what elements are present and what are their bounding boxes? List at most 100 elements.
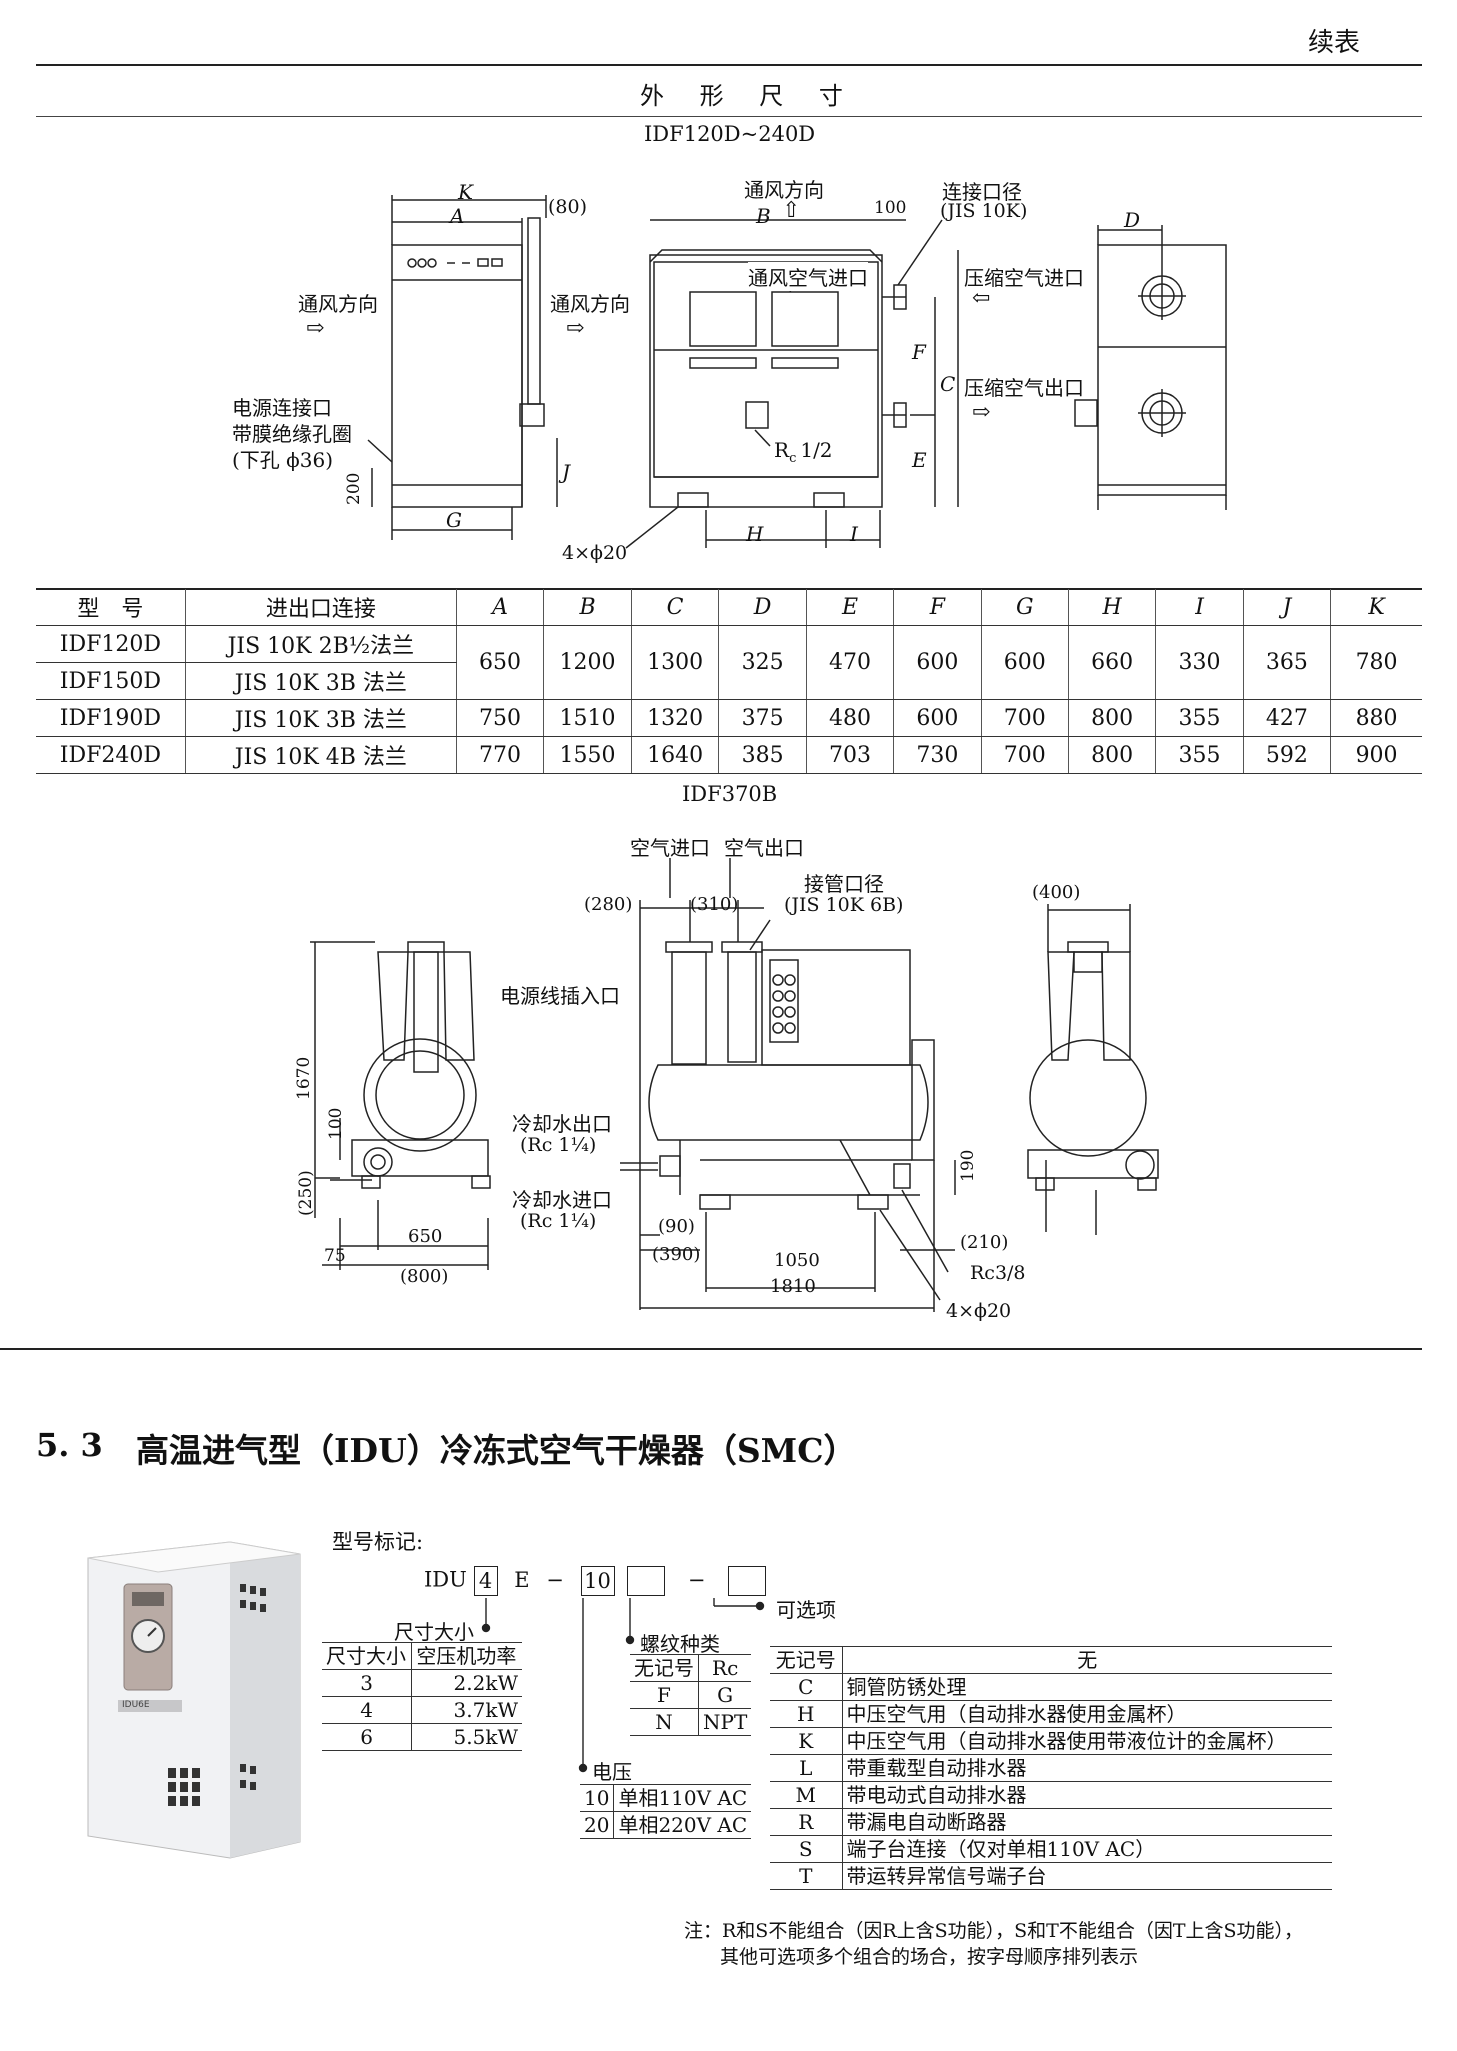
cell-value: 355 xyxy=(1155,699,1244,737)
cell-value: 1300 xyxy=(630,625,719,700)
size-label: 尺寸大小 xyxy=(394,1620,474,1644)
cell-value: 880 xyxy=(1330,699,1422,737)
jis10k-label: (JIS 10K) xyxy=(940,200,1028,222)
table-row: IDF150D JIS 10K 3B 法兰 xyxy=(36,662,1422,700)
cell-value: 600 xyxy=(893,699,982,737)
rc38-label: Rc3/8 xyxy=(970,1262,1026,1284)
air-in-label: 空气进口 xyxy=(630,836,710,860)
model-code-line: IDU 4 E − 10 − xyxy=(424,1566,767,1596)
comp-in-label: 压缩空气进口 xyxy=(964,266,1084,290)
thread-th-1: Rc xyxy=(698,1654,752,1682)
thread-cell: NPT xyxy=(698,1708,752,1736)
option-desc: 带漏电自动断路器 xyxy=(841,1808,1332,1836)
cw-out-rc: (Rc 1¼) xyxy=(520,1134,597,1156)
th-H: H xyxy=(1067,589,1156,626)
code-dash-2: − xyxy=(687,1567,706,1592)
thread-cell: F xyxy=(630,1681,699,1709)
option-code: R xyxy=(770,1808,842,1836)
dimension-table: 型 号 进出口连接 A B C D E F G H I J K IDF120D … xyxy=(36,589,1422,774)
dim-1810: 1810 xyxy=(770,1276,816,1297)
thread-cell: G xyxy=(698,1681,752,1709)
th-E: E xyxy=(805,589,894,626)
cell-conn: JIS 10K 4B 法兰 xyxy=(184,736,457,774)
size-th-1: 空压机功率 xyxy=(411,1642,522,1670)
rc12-sub: c xyxy=(789,451,797,466)
dim-190: 190 xyxy=(958,1149,978,1182)
cell-value: 800 xyxy=(1067,736,1156,774)
dryer-image xyxy=(87,1541,301,1859)
option-desc: 端子台连接（仅对单相110V AC） xyxy=(841,1835,1332,1863)
table-row: IDF190D JIS 10K 3B 法兰 750 1510 1320 375 … xyxy=(36,699,1422,737)
dim-C: C xyxy=(940,372,956,396)
dim-J: J xyxy=(562,460,571,484)
dim-1670: 1670 xyxy=(294,1056,314,1100)
th-I: I xyxy=(1155,589,1244,626)
pipe-dia-label: 接管口径 xyxy=(804,872,884,896)
dim-1050: 1050 xyxy=(774,1250,820,1271)
option-desc: 带电动式自动排水器 xyxy=(841,1781,1332,1809)
dim-400: (400) xyxy=(1032,882,1081,903)
cell-value: 703 xyxy=(805,736,894,774)
th-B: B xyxy=(543,589,632,626)
header-rule xyxy=(36,116,1422,117)
th-G: G xyxy=(980,589,1069,626)
holes-label: 4×ϕ20 xyxy=(562,542,628,564)
code-dash-1: − xyxy=(546,1567,564,1592)
dim-800: (800) xyxy=(400,1266,449,1287)
cell-value: 1200 xyxy=(543,625,632,700)
voltage-cell: 单相110V AC xyxy=(613,1784,752,1812)
product-badge: IDU6E xyxy=(122,1700,150,1710)
product-photo: IDU6E xyxy=(80,1524,306,1862)
option-desc: 带运转异常信号端子台 xyxy=(841,1862,1332,1890)
cell-value: 750 xyxy=(455,699,544,737)
fig2-title: IDF370B xyxy=(682,782,778,806)
dim-200: 200 xyxy=(344,472,364,505)
option-code: L xyxy=(770,1754,842,1782)
fig1-drawing xyxy=(367,195,1227,549)
cell-value: 700 xyxy=(980,699,1069,737)
th-K: K xyxy=(1330,589,1422,626)
thread-label: 螺纹种类 xyxy=(640,1632,720,1656)
option-desc: 铜管防锈处理 xyxy=(841,1673,1332,1701)
power-label-3: (下孔 ϕ36) xyxy=(232,448,334,472)
cell-value: 330 xyxy=(1155,625,1244,700)
cell-value: 600 xyxy=(893,625,982,700)
vent-inlet-label: 通风空气进口 xyxy=(748,262,868,291)
cell-model: IDF120D xyxy=(36,625,186,663)
rc12-r: R xyxy=(774,438,790,462)
th-D: D xyxy=(718,589,807,626)
cell-value: 375 xyxy=(718,699,807,737)
code-prefix: IDU xyxy=(424,1567,467,1592)
size-cell: 5.5kW xyxy=(411,1723,522,1751)
optional-label: 可选项 xyxy=(776,1598,836,1622)
vent-left-label: 通风方向 xyxy=(298,292,378,316)
cell-value: 1320 xyxy=(630,699,719,737)
cell-conn: JIS 10K 3B 法兰 xyxy=(184,662,457,700)
rc12-val: 1/2 xyxy=(800,438,833,462)
dim-G: G xyxy=(446,508,462,532)
model-code-leaders xyxy=(481,1598,765,1773)
option-desc: 带重载型自动排水器 xyxy=(841,1754,1332,1782)
dim-90: (90) xyxy=(658,1216,695,1237)
cell-value: 592 xyxy=(1242,736,1331,774)
conn-dia-label: 连接口径 xyxy=(942,180,1022,204)
option-desc: 中压空气用（自动排水器使用金属杯） xyxy=(841,1700,1332,1728)
cell-value: 650 xyxy=(455,625,544,700)
air-out-label: 空气出口 xyxy=(724,836,804,860)
option-code: T xyxy=(770,1862,842,1890)
table-row: IDF120D JIS 10K 2B½法兰 650 1200 1300 325 … xyxy=(36,625,1422,700)
voltage-cell: 单相220V AC xyxy=(613,1811,752,1839)
fig2-bottom-rule xyxy=(0,1348,1422,1350)
option-desc: 中压空气用（自动排水器使用带液位计的金属杯） xyxy=(841,1727,1332,1755)
cell-value: 1550 xyxy=(543,736,632,774)
th-model: 型 号 xyxy=(36,589,186,626)
